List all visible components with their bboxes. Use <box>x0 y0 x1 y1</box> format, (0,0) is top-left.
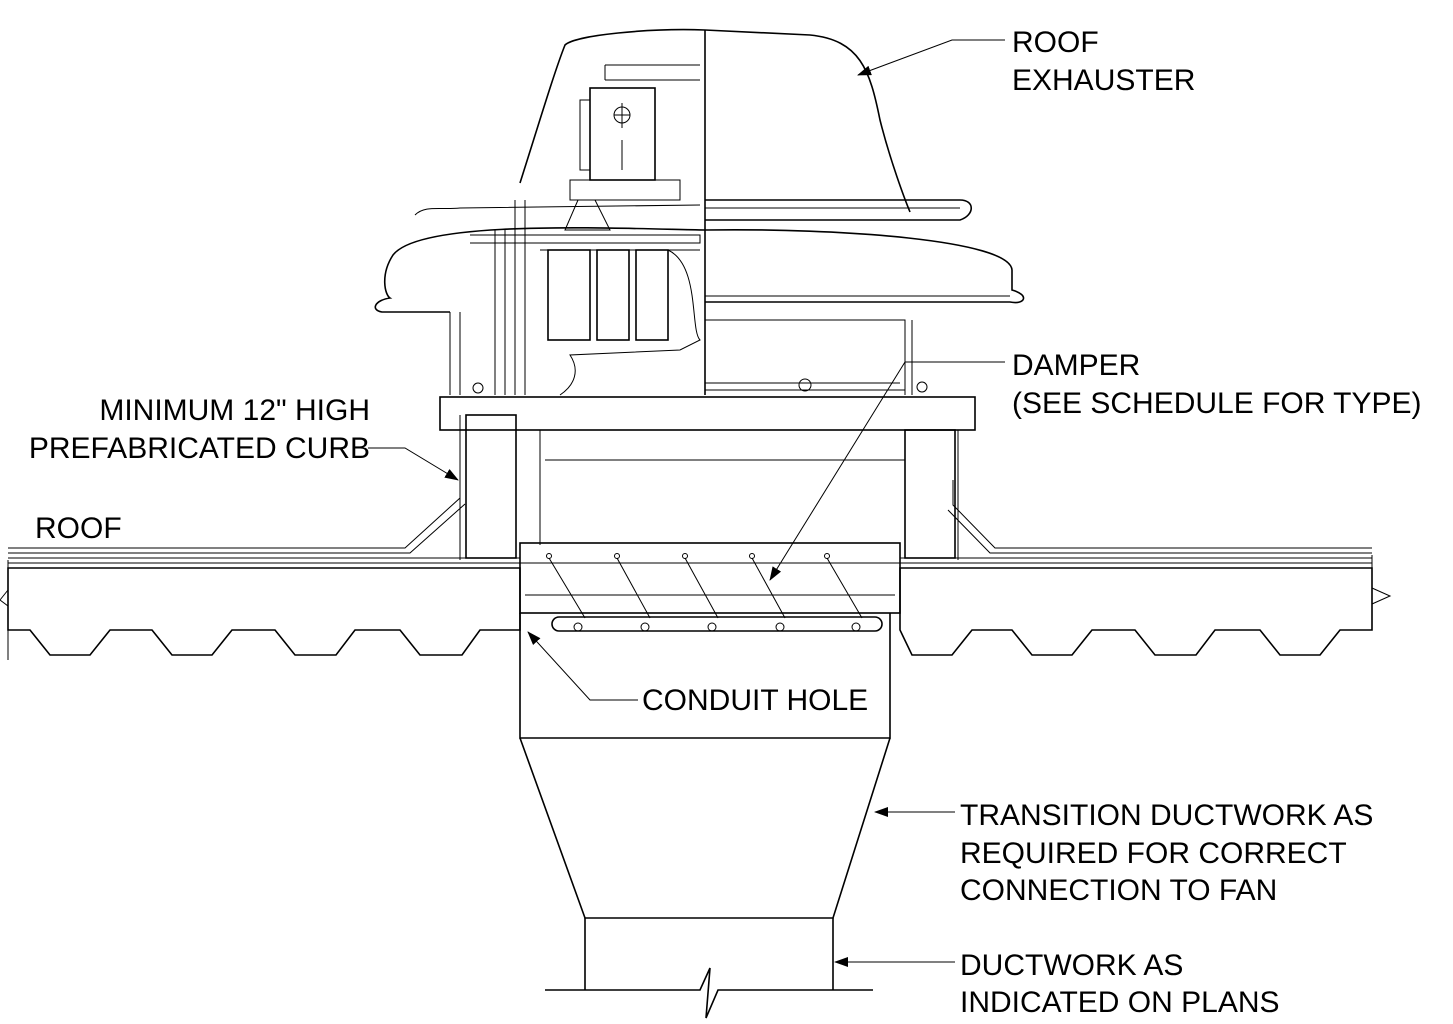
duct-collar <box>519 613 891 739</box>
break-line-left <box>0 560 9 660</box>
roof-insulation-left <box>7 567 521 656</box>
label-transition-line3: CONNECTION TO FAN <box>960 874 1277 907</box>
label-ductwork-line1: DUCTWORK AS <box>960 949 1183 982</box>
label-roof: ROOF <box>35 512 122 545</box>
label-roof-exhauster-line1: ROOF <box>1012 26 1099 59</box>
roof-membrane <box>8 478 1372 564</box>
roof-insulation-right <box>899 567 1373 656</box>
leader-damper <box>769 361 1005 581</box>
roof-exhauster <box>374 28 1025 396</box>
transition-ductwork <box>519 737 891 919</box>
label-curb-line2: PREFABRICATED CURB <box>29 432 370 465</box>
label-curb-line1: MINIMUM 12" HIGH <box>99 394 370 427</box>
label-transition-line2: REQUIRED FOR CORRECT <box>960 837 1347 870</box>
leader-conduit-hole <box>527 631 638 701</box>
label-roof-exhauster-line2: EXHAUSTER <box>1012 64 1195 97</box>
label-damper-line2: (SEE SCHEDULE FOR TYPE) <box>1012 387 1422 420</box>
label-conduit-hole: CONDUIT HOLE <box>642 684 868 717</box>
label-ductwork-line2: INDICATED ON PLANS <box>960 986 1280 1019</box>
damper-assembly <box>519 542 901 632</box>
ductwork-section <box>545 918 873 1019</box>
label-damper-line1: DAMPER <box>1012 349 1140 382</box>
break-line-right <box>1371 555 1392 620</box>
leader-curb <box>368 447 459 481</box>
prefabricated-curb <box>439 396 976 560</box>
leader-roof-exhauster <box>857 39 1005 76</box>
label-transition-line1: TRANSITION DUCTWORK AS <box>960 799 1373 832</box>
